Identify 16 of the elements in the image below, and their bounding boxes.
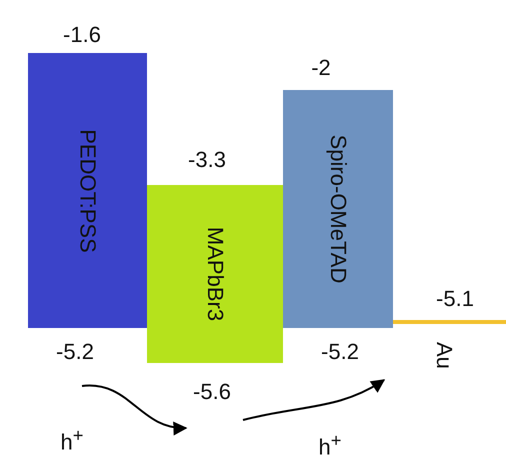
hole-label: h$^{+}$	[318, 429, 342, 459]
material-label: Au	[431, 342, 457, 369]
energy-value: -5.1	[436, 286, 474, 312]
energy-level-bar	[283, 90, 393, 328]
energy-value: -2	[311, 55, 331, 81]
energy-level-bar	[147, 185, 283, 363]
energy-value: -1.6	[63, 22, 101, 48]
energy-value: -5.6	[193, 379, 231, 405]
hole-label: h$^{+}$	[60, 424, 84, 456]
energy-level-bar	[28, 53, 147, 328]
material-label: MAPbBr3	[202, 226, 228, 322]
material-label: Spiro-OMeTAD	[325, 134, 351, 284]
material-label: PEDOT:PSS	[74, 128, 100, 252]
energy-value: -5.2	[56, 339, 94, 365]
energy-value: -3.3	[188, 147, 226, 173]
energy-value: -5.2	[321, 339, 359, 365]
